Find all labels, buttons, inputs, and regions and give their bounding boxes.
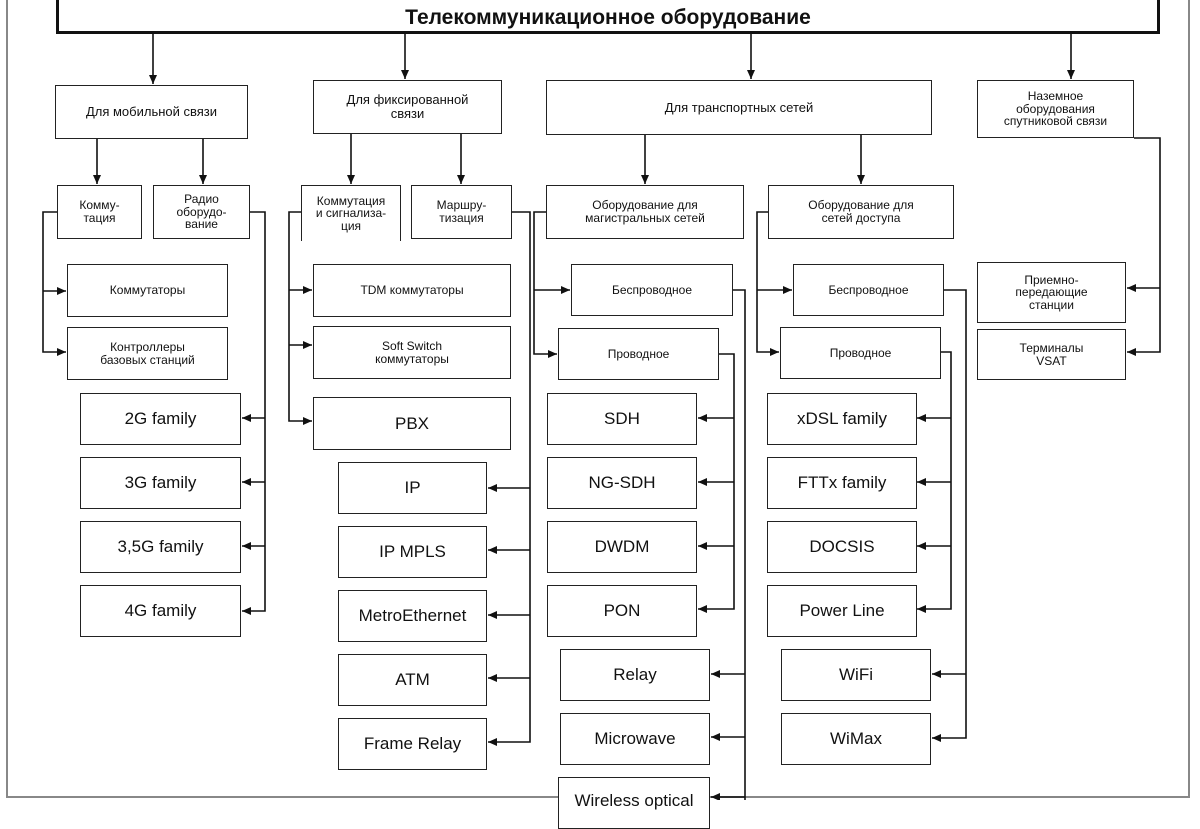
category-satellite: Наземное оборудования спутниковой связи <box>977 80 1134 138</box>
fixed-routing: Маршру- тизация <box>411 185 512 239</box>
fixed-item: TDM коммутаторы <box>313 264 511 317</box>
access-wireless-item: WiMax <box>781 713 931 765</box>
routing-item: ATM <box>338 654 487 706</box>
access-wired-item: FTTx family <box>767 457 917 509</box>
backbone-wired-item: DWDM <box>547 521 697 573</box>
fixed-switching: Коммутация и сигнализа- ция <box>301 185 401 241</box>
backbone-wired-item: NG-SDH <box>547 457 697 509</box>
transport-backbone: Оборудование для магистральных сетей <box>546 185 744 239</box>
backbone-wired-item: SDH <box>547 393 697 445</box>
backbone-wireless-item: Microwave <box>560 713 710 765</box>
transport-access: Оборудование для сетей доступа <box>768 185 954 239</box>
mobile-item: Контроллеры базовых станций <box>67 327 228 380</box>
backbone-wireless-item: Wireless optical <box>558 777 710 829</box>
mobile-family: 3,5G family <box>80 521 241 573</box>
backbone-wireless: Беспроводное <box>571 264 733 316</box>
mobile-item: Коммутаторы <box>67 264 228 317</box>
access-wired-item: DOCSIS <box>767 521 917 573</box>
connector-lines <box>42 34 1161 800</box>
access-wired-item: Power Line <box>767 585 917 637</box>
mobile-switching: Комму- тация <box>57 185 142 239</box>
backbone-wireless-item: Relay <box>560 649 710 701</box>
mobile-family: 4G family <box>80 585 241 637</box>
access-wireless: Беспроводное <box>793 264 944 316</box>
satellite-item: Приемно- передающие станции <box>977 262 1126 323</box>
satellite-item: Терминалы VSAT <box>977 329 1126 380</box>
backbone-wired-item: PON <box>547 585 697 637</box>
access-wired: Проводное <box>780 327 941 379</box>
access-wired-item: xDSL family <box>767 393 917 445</box>
fixed-item: PBX <box>313 397 511 450</box>
mobile-radio: Радио оборудо- вание <box>153 185 250 239</box>
access-wireless-item: WiFi <box>781 649 931 701</box>
page-title: Телекоммуникационное оборудование <box>405 5 811 29</box>
routing-item: IP MPLS <box>338 526 487 578</box>
category-mobile: Для мобильной связи <box>55 85 248 139</box>
title-box: Телекоммуникационное оборудование <box>56 0 1160 34</box>
fixed-item: Soft Switch коммутаторы <box>313 326 511 379</box>
backbone-wired: Проводное <box>558 328 719 380</box>
category-fixed: Для фиксированной связи <box>313 80 502 134</box>
mobile-family: 2G family <box>80 393 241 445</box>
routing-item: Frame Relay <box>338 718 487 770</box>
mobile-family: 3G family <box>80 457 241 509</box>
routing-item: IP <box>338 462 487 514</box>
routing-item: MetroEthernet <box>338 590 487 642</box>
category-transport: Для транспортных сетей <box>546 80 932 135</box>
